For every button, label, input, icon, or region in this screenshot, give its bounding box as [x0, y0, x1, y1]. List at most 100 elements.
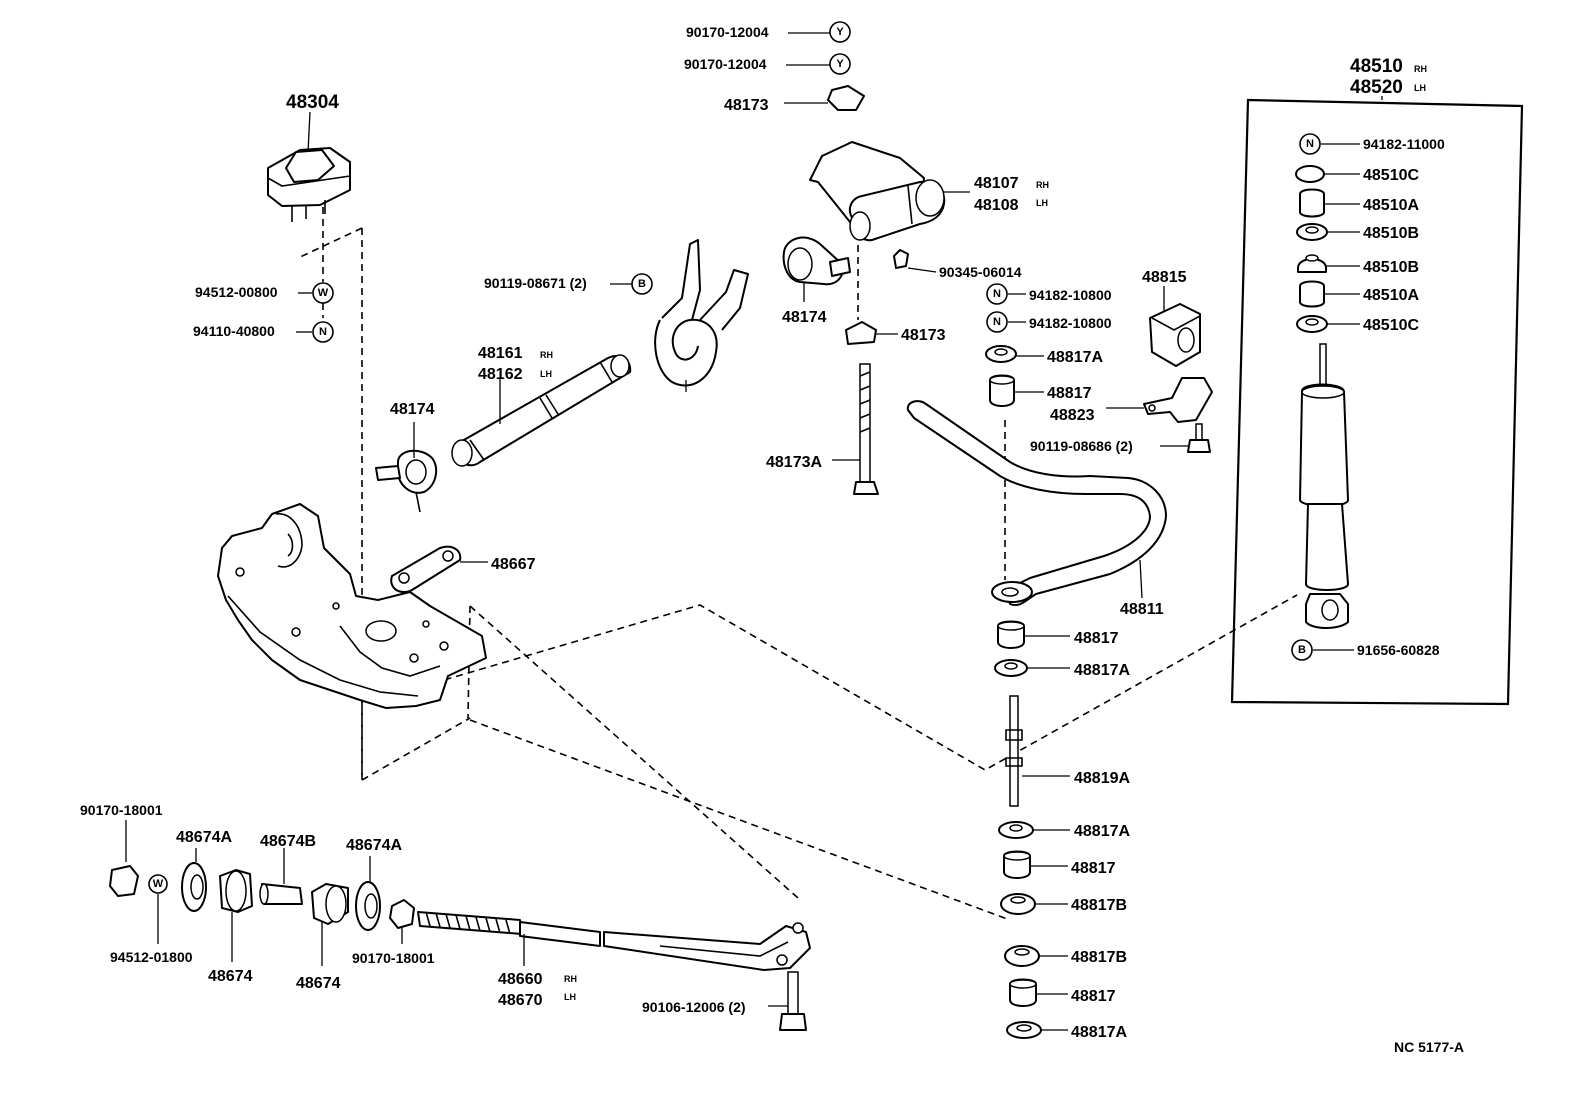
- washer-icon: [312, 282, 334, 304]
- anchor-48107: 48107 48108 RH LH 90345-06014: [809, 141, 1049, 280]
- side-mark-rh: RH: [540, 350, 553, 360]
- nut-icon: [312, 321, 334, 343]
- label-48173-mid: 48173: [901, 327, 946, 344]
- label-90170-18001-a: 90170-18001: [80, 802, 163, 818]
- label-48162: 48162: [478, 366, 523, 383]
- label-90119-08686: 90119-08686 (2): [1030, 438, 1133, 454]
- anchor-bolt-48173A: 48173 48173A: [766, 321, 946, 495]
- bolt-icon: [631, 273, 653, 295]
- label-48107: 48107: [974, 175, 1019, 192]
- diagram-code: NC 5177-A: [1394, 1039, 1464, 1055]
- bolt-90119-08686: 90119-08686 (2): [1030, 423, 1211, 454]
- side-mark-lh-3: LH: [1414, 83, 1426, 93]
- washer-icon-strut: [148, 874, 168, 894]
- label-48108: 48108: [974, 197, 1019, 214]
- label-48173A: 48173A: [766, 454, 822, 471]
- label-94110-40800: 94110-40800: [193, 323, 275, 339]
- label-48674A-a: 48674A: [176, 829, 232, 846]
- bolt-symbol: B: [638, 278, 646, 290]
- label-94182-11000: 94182-11000: [1363, 136, 1445, 152]
- label-48817A-3: 48817A: [1074, 823, 1130, 840]
- label-48510C-a: 48510C: [1363, 167, 1419, 184]
- label-90170-12004-a: 90170-12004: [686, 24, 769, 40]
- label-48510B-a: 48510B: [1363, 225, 1419, 242]
- nut-symbol-a: N: [993, 288, 1001, 300]
- label-48660: 48660: [498, 971, 543, 988]
- strut-bar-group: 90170-18001 W 94512-01800 48674A 48674 4…: [80, 802, 811, 1031]
- label-48817-1: 48817: [1047, 385, 1092, 402]
- label-48670: 48670: [498, 992, 543, 1009]
- shock-absorber-assembly: 48510 48520 RH LH N 94182-11000 48510C 4…: [1230, 56, 1524, 706]
- label-48674-a: 48674: [208, 968, 253, 985]
- label-94512-01800: 94512-01800: [110, 949, 193, 965]
- label-48510A-a: 48510A: [1363, 197, 1419, 214]
- label-48823: 48823: [1050, 407, 1095, 424]
- label-48817A-2: 48817A: [1074, 662, 1130, 679]
- nut-symbol-top-b: Y: [836, 58, 844, 70]
- label-48817-4: 48817: [1071, 988, 1116, 1005]
- label-48674-b: 48674: [296, 975, 341, 992]
- side-mark-rh-3: RH: [1414, 64, 1427, 74]
- bushing-48815: 48815: [1142, 269, 1201, 367]
- label-48510B-b: 48510B: [1363, 259, 1419, 276]
- label-48819A: 48819A: [1074, 770, 1130, 787]
- label-48817A-1: 48817A: [1047, 349, 1103, 366]
- label-48161: 48161: [478, 345, 523, 362]
- bracket-48823: 48823: [1050, 377, 1213, 424]
- stabilizer-bar-48811: 48811: [906, 400, 1167, 618]
- label-48817B-1: 48817B: [1071, 897, 1127, 914]
- label-48815: 48815: [1142, 269, 1187, 286]
- label-90106-12006: 90106-12006 (2): [642, 999, 746, 1015]
- assembly-guide-lines: [297, 207, 1298, 921]
- nut-icon-b: [986, 311, 1008, 333]
- top-nuts: 90170-12004 Y 90170-12004 Y 48173: [684, 21, 865, 114]
- label-48510A-b: 48510A: [1363, 287, 1419, 304]
- nut-symbol-top-a: Y: [836, 26, 844, 38]
- label-48174-mid: 48174: [782, 309, 827, 326]
- label-90119-08671: 90119-08671 (2): [484, 275, 587, 291]
- label-94512-00800: 94512-00800: [195, 284, 278, 300]
- bolt-icon-shock: [1291, 639, 1313, 661]
- label-48304: 48304: [286, 92, 339, 113]
- nut-icon-top-b: [829, 53, 851, 75]
- label-48173-top: 48173: [724, 97, 769, 114]
- side-mark-lh-2: LH: [1036, 198, 1048, 208]
- side-mark-rh-4: RH: [564, 974, 577, 984]
- torsion-bar-48161: 48161 48162 RH LH: [451, 345, 632, 467]
- side-mark-lh-4: LH: [564, 992, 576, 1002]
- lower-arm: [217, 503, 487, 709]
- kit-outline-box: [1230, 98, 1524, 706]
- bracket-group: 90119-08671 (2) B: [484, 239, 749, 392]
- label-48817-3: 48817: [1071, 860, 1116, 877]
- label-94182-10800-a: 94182-10800: [1029, 287, 1112, 303]
- nut-symbol-shock: N: [1306, 138, 1314, 150]
- label-48817B-2: 48817B: [1071, 949, 1127, 966]
- label-48510C-b: 48510C: [1363, 317, 1419, 334]
- label-48811: 48811: [1120, 601, 1164, 618]
- nut-icon-top-a: [829, 21, 851, 43]
- link-stack-upper: N 94182-10800 N 94182-10800 48817A 48817: [985, 283, 1112, 407]
- label-90170-12004-b: 90170-12004: [684, 56, 767, 72]
- nut-symbol: N: [319, 326, 327, 338]
- label-48817-2: 48817: [1074, 630, 1119, 647]
- label-48520: 48520: [1350, 77, 1403, 98]
- link-stack-lower: 48817 48817A 48819A 48817A 48817 48817B …: [994, 620, 1130, 1041]
- label-90345-06014: 90345-06014: [939, 264, 1022, 280]
- label-94182-10800-b: 94182-10800: [1029, 315, 1112, 331]
- label-90170-18001-b: 90170-18001: [352, 950, 435, 966]
- side-mark-lh: LH: [540, 369, 552, 379]
- washer-symbol: W: [318, 287, 329, 299]
- label-48667: 48667: [491, 556, 536, 573]
- plate-48667: 48667: [390, 545, 536, 594]
- bump-stopper-48304: 48304: [267, 92, 351, 222]
- bolt-symbol-shock: B: [1298, 644, 1306, 656]
- washer-symbol-strut: W: [153, 878, 164, 890]
- nut-symbol-b: N: [993, 316, 1001, 328]
- side-mark-rh-2: RH: [1036, 180, 1049, 190]
- label-48674B: 48674B: [260, 833, 316, 850]
- anchor-arm-48174-left: 48174: [375, 401, 438, 513]
- nut-icon-a: [986, 283, 1008, 305]
- fastener-group-left: 94512-00800 W 94110-40800 N: [193, 282, 334, 343]
- label-48817A-4: 48817A: [1071, 1024, 1127, 1041]
